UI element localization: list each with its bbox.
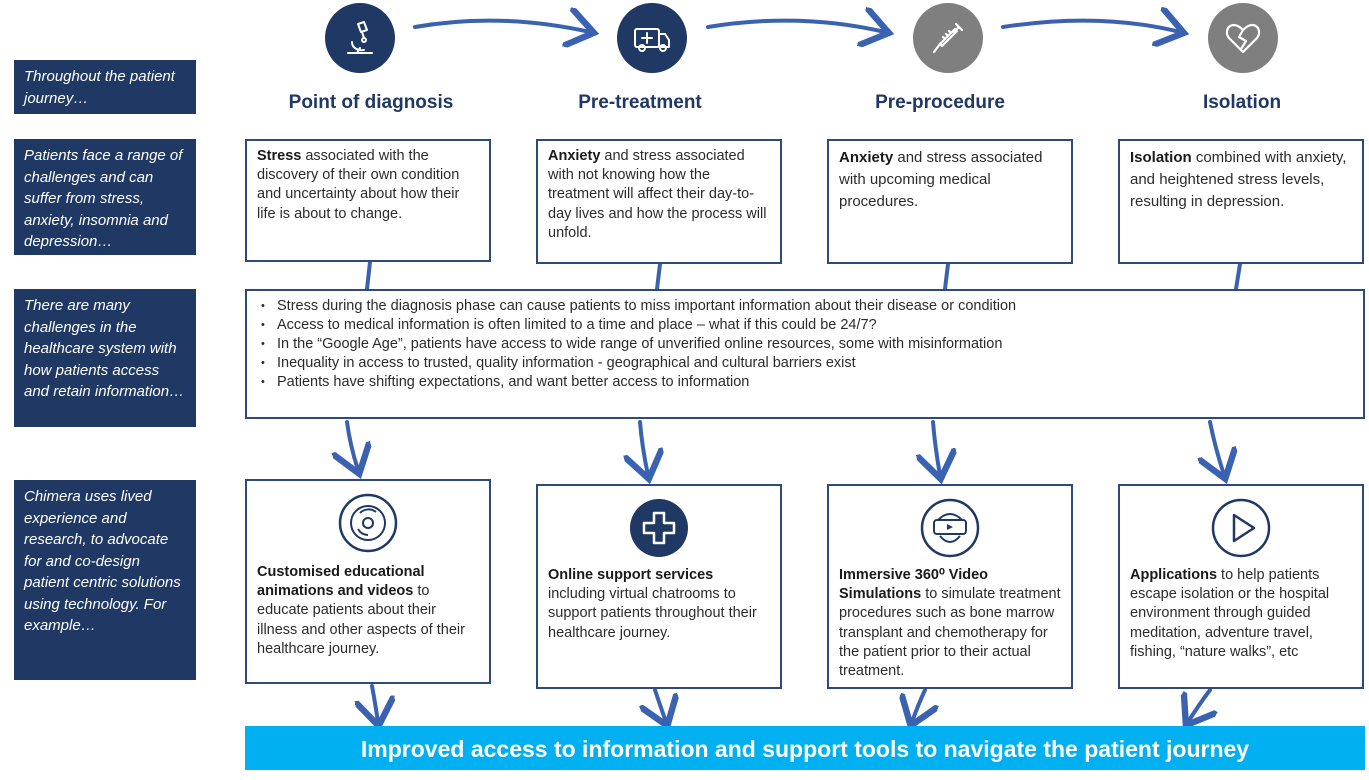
ambulance-icon — [617, 3, 687, 73]
outcome-banner: Improved access to information and suppo… — [245, 726, 1365, 770]
play-button-icon — [1211, 498, 1271, 558]
microscope-icon — [325, 3, 395, 73]
system-challenge-item: In the “Google Age”, patients have acces… — [261, 335, 1351, 354]
down-arrow-2 — [640, 420, 648, 475]
system-challenge-item: Stress during the diagnosis phase can ca… — [261, 297, 1351, 316]
system-challenge-item: Patients have shifting expectations, and… — [261, 373, 1351, 392]
medical-cross-icon — [630, 499, 688, 557]
solution-text: to simulate treatment procedures such as… — [839, 586, 1061, 680]
solution-text: to help patients escape isolation or the… — [1130, 567, 1330, 660]
challenge-bold: Stress — [257, 148, 302, 164]
solution-text: to educate patients about their illness … — [257, 583, 465, 657]
solution-bold: Applications — [1130, 567, 1218, 583]
stage-title-pre-treatment: Pre-treatment — [578, 92, 702, 113]
flow-arrow-3 — [1001, 21, 1180, 32]
down-arrow-4 — [1210, 420, 1224, 475]
stage-title-diagnosis: Point of diagnosis — [288, 92, 454, 113]
challenge-text: and stress associated with upcoming medi… — [839, 149, 1043, 210]
left-label-system: There are many challenges in the healthc… — [14, 289, 196, 427]
system-challenge-item: Access to medical information is often l… — [261, 316, 1351, 335]
vr-headset-icon — [920, 498, 980, 558]
solution-box-videos: Customised educational animations and vi… — [245, 479, 491, 684]
stage-title-pre-procedure: Pre-procedure — [875, 92, 1005, 113]
syringe-icon — [913, 3, 983, 73]
banner-arrow-4 — [1188, 688, 1210, 722]
challenge-bold: Anxiety — [548, 148, 601, 164]
challenge-box-diagnosis: Stress associated with the discovery of … — [245, 139, 491, 262]
left-label-chimera: Chimera uses lived experience and resear… — [14, 480, 196, 680]
down-arrow-3 — [933, 420, 940, 475]
challenge-box-pre-treatment: Anxiety and stress associated with not k… — [536, 139, 782, 264]
solution-box-vr: Immersive 360⁰ Video Simulations to simu… — [827, 484, 1073, 689]
video-disc-icon — [338, 493, 398, 553]
solution-box-apps: Applications to help patients escape iso… — [1118, 484, 1364, 689]
solution-text: including virtual chatrooms to support p… — [548, 586, 757, 641]
solution-bold: Immersive 360⁰ Video Simulations — [839, 567, 989, 603]
challenge-text: associated with the discovery of their o… — [257, 148, 460, 222]
banner-arrow-3 — [912, 688, 925, 722]
banner-arrow-1 — [372, 684, 378, 722]
challenge-text: combined with anxiety, and heightened st… — [1130, 149, 1347, 210]
stage-title-isolation: Isolation — [1202, 92, 1282, 113]
down-arrow-1 — [347, 420, 358, 470]
challenge-bold: Isolation — [1130, 149, 1192, 166]
solution-bold: Online support services — [548, 567, 714, 583]
solution-bold: Customised educational animations and vi… — [257, 564, 425, 600]
challenge-box-pre-procedure: Anxiety and stress associated with upcom… — [827, 139, 1073, 264]
flow-arrow-1 — [413, 21, 590, 32]
left-label-challenges: Patients face a range of challenges and … — [14, 139, 196, 255]
challenge-box-isolation: Isolation combined with anxiety, and hei… — [1118, 139, 1364, 264]
challenge-bold: Anxiety — [839, 149, 894, 166]
left-label-journey: Throughout the patient journey… — [14, 60, 196, 114]
solution-box-support: Online support services including virtua… — [536, 484, 782, 689]
system-challenge-item: Inequality in access to trusted, quality… — [261, 354, 1351, 373]
banner-arrow-2 — [655, 688, 666, 722]
system-challenges-box: Stress during the diagnosis phase can ca… — [245, 289, 1365, 419]
broken-heart-icon — [1208, 3, 1278, 73]
challenge-text: and stress associated with not knowing h… — [548, 148, 767, 241]
flow-arrow-2 — [706, 21, 885, 32]
